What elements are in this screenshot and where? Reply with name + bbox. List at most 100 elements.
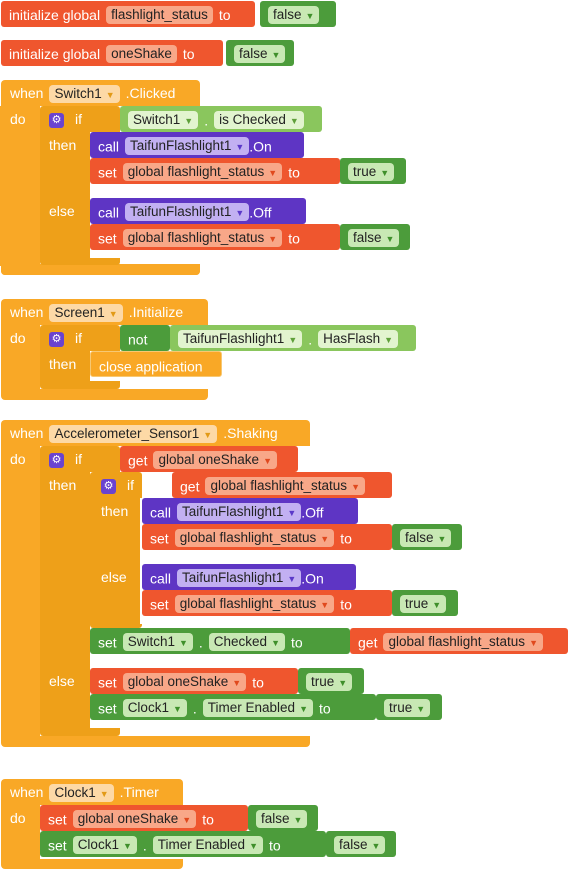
- variable-dropdown[interactable]: global oneShake▼: [72, 810, 197, 829]
- switch1-is-checked-getter[interactable]: Switch1▼.is Checked▼: [120, 106, 322, 132]
- dot-label: .: [192, 700, 197, 717]
- do-label: do: [10, 451, 26, 467]
- get-label: get: [358, 634, 378, 651]
- property-dropdown[interactable]: HasFlash▼: [318, 330, 399, 349]
- component-dropdown[interactable]: TaifunFlashlight1▼: [178, 330, 303, 349]
- boolean-dropdown[interactable]: false▼: [268, 6, 320, 25]
- true-value-block[interactable]: true▼: [298, 668, 364, 694]
- dropdown-arrow-icon: ▼: [249, 840, 258, 851]
- component-dropdown[interactable]: Switch1▼: [128, 111, 199, 130]
- variable-dropdown[interactable]: global flashlight_status▼: [205, 477, 365, 496]
- variable-name: global oneShake: [158, 452, 260, 468]
- component-dropdown[interactable]: Switch1▼: [122, 633, 193, 652]
- variable-dropdown[interactable]: global flashlight_status▼: [174, 529, 335, 548]
- boolean-dropdown[interactable]: false▼: [348, 229, 400, 248]
- property-dropdown[interactable]: Timer Enabled▼: [152, 836, 263, 855]
- false-value-block[interactable]: false▼: [326, 831, 396, 857]
- boolean-dropdown[interactable]: false▼: [334, 836, 386, 855]
- gear-icon[interactable]: ⚙: [49, 331, 64, 347]
- variable-dropdown[interactable]: global flashlight_status▼: [383, 633, 543, 652]
- false-value-block[interactable]: false▼: [392, 524, 462, 550]
- variable-dropdown[interactable]: global flashlight_status▼: [122, 229, 283, 248]
- variable-dropdown[interactable]: global oneShake▼: [153, 451, 277, 470]
- variable-name: global flashlight_status: [388, 634, 526, 650]
- close-application-block[interactable]: close application: [90, 351, 222, 377]
- component-dropdown[interactable]: Accelerometer_Sensor1▼: [49, 425, 218, 444]
- false-value-block[interactable]: false▼: [248, 805, 318, 831]
- boolean-dropdown[interactable]: true▼: [348, 163, 395, 182]
- else-label: else: [49, 203, 75, 219]
- call-label: call: [150, 504, 172, 521]
- not-block[interactable]: not: [120, 325, 170, 351]
- property-dropdown[interactable]: is Checked▼: [214, 111, 304, 130]
- if-label: if: [75, 451, 82, 467]
- component-dropdown[interactable]: Screen1▼: [49, 304, 123, 323]
- component-dropdown[interactable]: TaifunFlashlight1▼: [125, 137, 250, 156]
- false-value-block[interactable]: false▼: [226, 40, 294, 66]
- true-value-block[interactable]: true▼: [340, 158, 406, 184]
- boolean-value: true: [311, 674, 335, 690]
- gear-icon[interactable]: ⚙: [101, 478, 116, 494]
- boolean-dropdown[interactable]: true▼: [306, 673, 353, 692]
- dropdown-arrow-icon: ▼: [235, 207, 245, 218]
- boolean-dropdown[interactable]: false▼: [256, 810, 308, 829]
- to-label: to: [288, 164, 300, 181]
- flashlight-hasflash-getter[interactable]: TaifunFlashlight1▼.HasFlash▼: [170, 325, 416, 351]
- component-dropdown[interactable]: TaifunFlashlight1▼: [125, 203, 250, 222]
- component-dropdown[interactable]: Clock1▼: [72, 836, 137, 855]
- true-value-block[interactable]: true▼: [376, 694, 442, 720]
- boolean-dropdown[interactable]: true▼: [400, 595, 447, 614]
- gear-icon[interactable]: ⚙: [49, 452, 64, 468]
- component-dropdown[interactable]: Switch1▼: [49, 85, 120, 104]
- component-name: TaifunFlashlight1: [182, 504, 284, 520]
- event-name: .Timer: [119, 784, 159, 800]
- component-dropdown[interactable]: Clock1▼: [49, 784, 114, 803]
- get-global-flashlight-status[interactable]: get global flashlight_status▼: [350, 628, 568, 654]
- boolean-dropdown[interactable]: false▼: [234, 45, 286, 64]
- component-dropdown[interactable]: Clock1▼: [122, 699, 187, 718]
- gear-icon[interactable]: ⚙: [49, 112, 64, 128]
- dropdown-arrow-icon: ▼: [385, 233, 395, 244]
- property-dropdown[interactable]: Checked▼: [208, 633, 285, 652]
- component-dropdown[interactable]: TaifunFlashlight1▼: [177, 569, 302, 588]
- dropdown-arrow-icon: ▼: [182, 814, 192, 825]
- method-name: .On: [249, 138, 272, 155]
- true-value-block[interactable]: true▼: [392, 590, 458, 616]
- to-label: to: [202, 811, 214, 828]
- component-dropdown[interactable]: TaifunFlashlight1▼: [177, 503, 302, 522]
- variable-name-field[interactable]: oneShake: [106, 45, 177, 64]
- boolean-dropdown[interactable]: false▼: [400, 529, 452, 548]
- boolean-dropdown[interactable]: true▼: [384, 699, 431, 718]
- event-name: .Clicked: [125, 85, 176, 101]
- dropdown-arrow-icon: ▼: [235, 141, 245, 152]
- variable-name-field[interactable]: flashlight_status: [106, 6, 213, 25]
- property-dropdown[interactable]: Timer Enabled▼: [202, 699, 313, 718]
- when-label: when: [10, 784, 44, 800]
- false-value-block[interactable]: false▼: [260, 1, 336, 27]
- inner-if-else-block[interactable]: [90, 472, 142, 628]
- init-global-label: initialize global: [9, 46, 101, 63]
- variable-dropdown[interactable]: global oneShake▼: [122, 673, 247, 692]
- variable-dropdown[interactable]: global flashlight_status▼: [122, 163, 283, 182]
- false-value-block[interactable]: false▼: [340, 224, 410, 250]
- variable-dropdown[interactable]: global flashlight_status▼: [174, 595, 335, 614]
- dropdown-arrow-icon: ▼: [380, 167, 390, 178]
